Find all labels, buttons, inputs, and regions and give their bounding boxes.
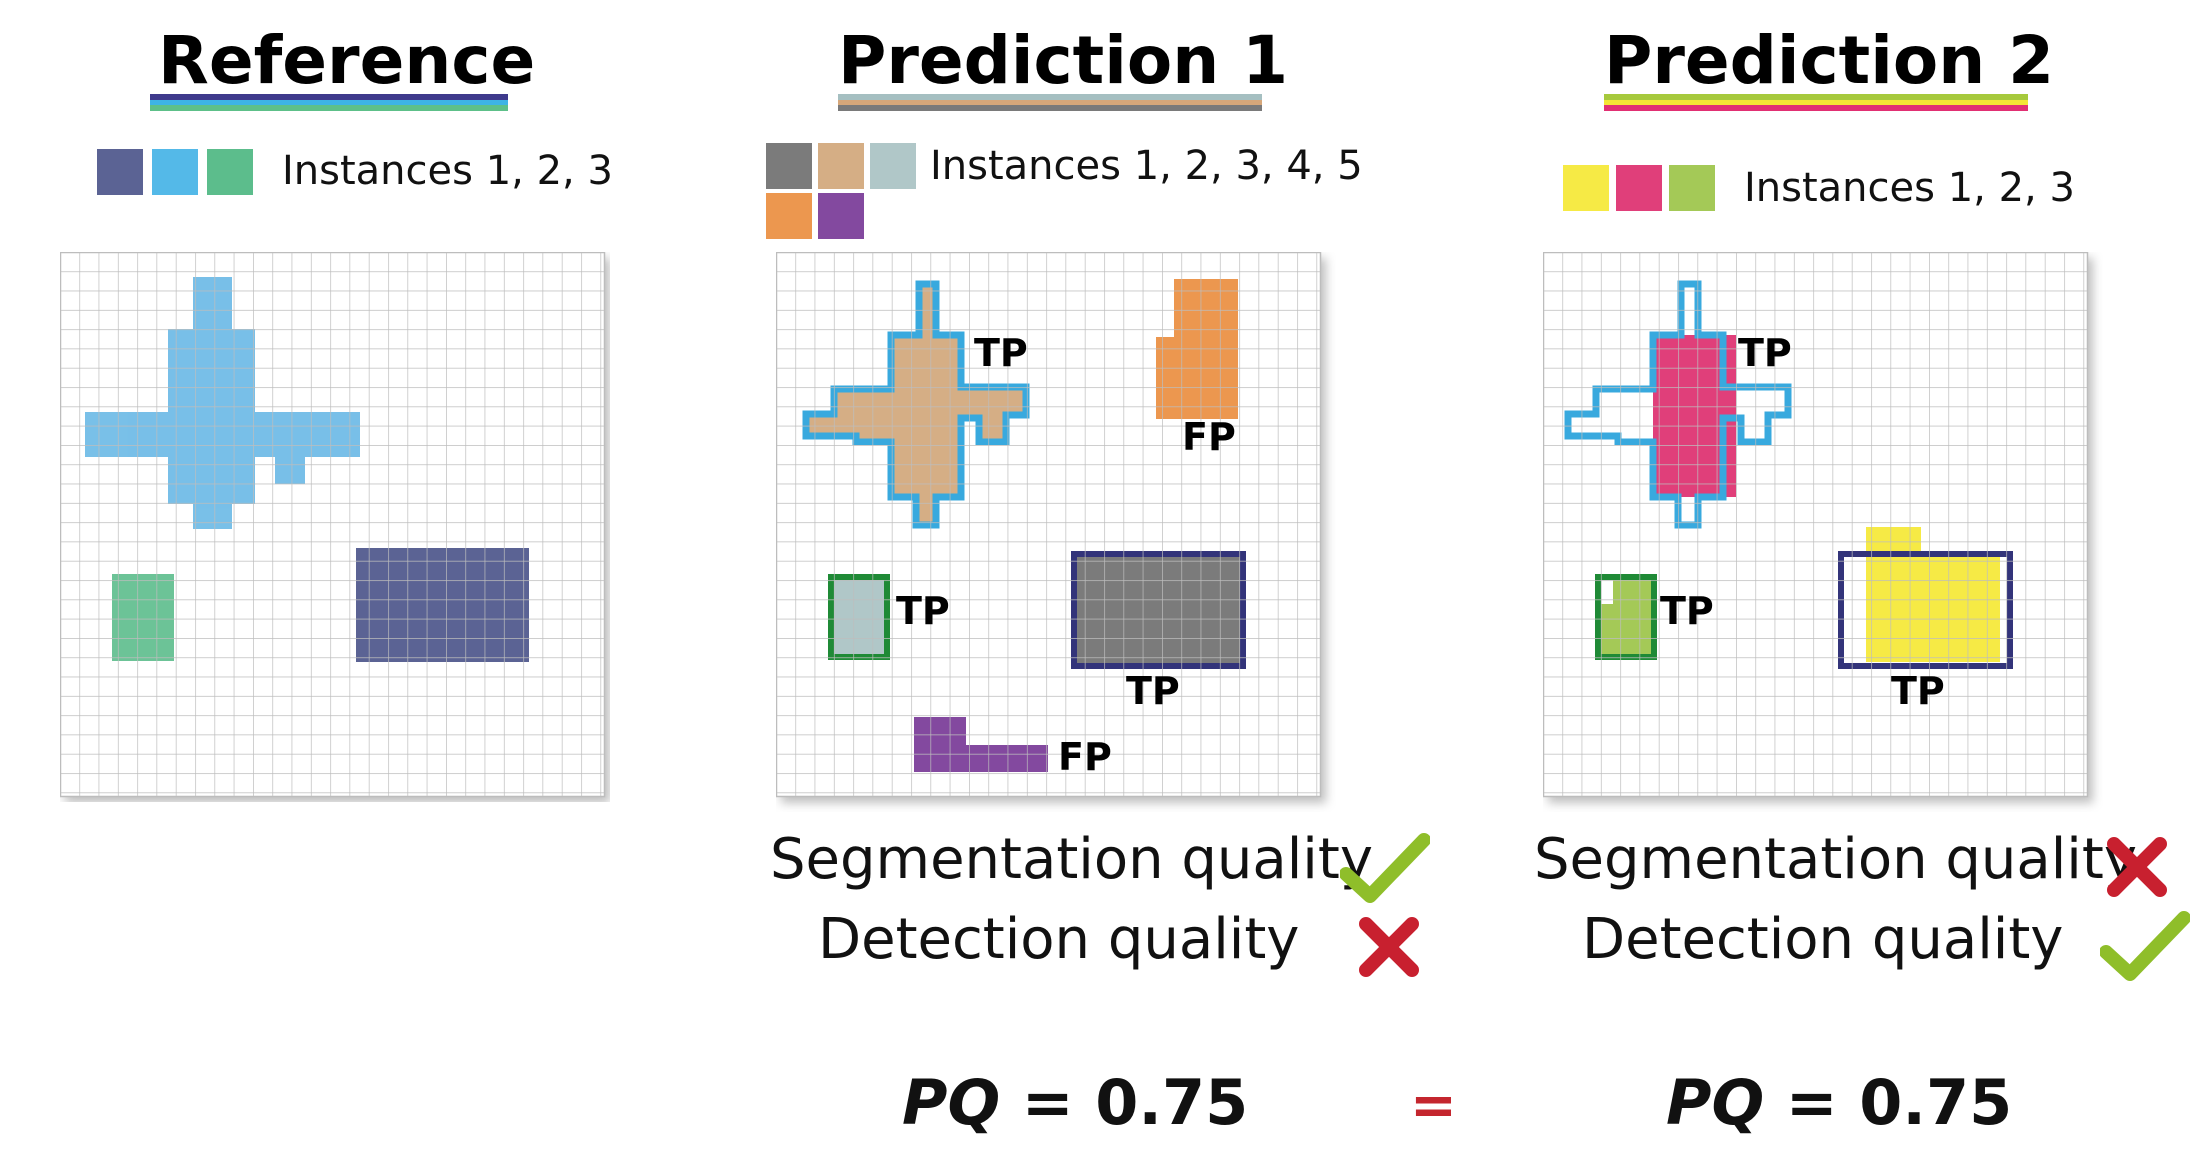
pq-prediction-2: PQ = 0.75 bbox=[1666, 1072, 2012, 1134]
legend-swatch-instance-3 bbox=[1669, 165, 1715, 211]
stripe bbox=[150, 99, 508, 105]
reference-legend: Instances 1, 2, 3 bbox=[282, 148, 613, 194]
stripe bbox=[1604, 94, 2028, 100]
prediction-2-legend: Instances 1, 2, 3 bbox=[1744, 165, 2075, 211]
tag-fp: FP bbox=[1058, 735, 1112, 779]
cross-icon bbox=[1359, 917, 1419, 977]
legend-swatch-instance-3 bbox=[207, 149, 253, 195]
legend-swatch-instance-1 bbox=[766, 143, 812, 189]
stripe bbox=[838, 105, 1262, 111]
legend-swatch-instance-2 bbox=[152, 149, 198, 195]
stripe bbox=[150, 105, 508, 111]
cross-icon bbox=[2107, 837, 2167, 897]
segmentation-quality-label: Segmentation quality bbox=[1534, 827, 2137, 892]
tag-tp: TP bbox=[1738, 331, 1792, 375]
prediction-2-grid: TP TP TP bbox=[1543, 252, 2089, 798]
legend-swatch-instance-1 bbox=[97, 149, 143, 195]
prediction-2-title-underline bbox=[1604, 94, 2028, 111]
legend-swatch-instance-4 bbox=[766, 193, 812, 239]
segmentation-quality-label: Segmentation quality bbox=[770, 827, 1373, 892]
detection-quality-label: Detection quality bbox=[818, 907, 1300, 972]
reference-grid bbox=[60, 252, 606, 798]
legend-swatch-instance-2 bbox=[1616, 165, 1662, 211]
reference-title: Reference bbox=[158, 22, 536, 99]
prediction-1-grid: TP FP TP TP FP bbox=[776, 252, 1322, 798]
detection-quality-label: Detection quality bbox=[1582, 907, 2064, 972]
tag-tp: TP bbox=[1126, 669, 1180, 713]
legend-swatch-instance-1 bbox=[1563, 165, 1609, 211]
reference-title-underline bbox=[150, 94, 508, 111]
stripe bbox=[150, 94, 508, 100]
tag-tp: TP bbox=[1891, 669, 1945, 713]
stripe bbox=[838, 94, 1262, 100]
stripe bbox=[1604, 99, 2028, 105]
prediction-1-title-underline bbox=[838, 94, 1262, 111]
stripe bbox=[838, 99, 1262, 105]
prediction-1-legend: Instances 1, 2, 3, 4, 5 bbox=[930, 143, 1363, 189]
prediction-2-title: Prediction 2 bbox=[1604, 22, 2055, 99]
pq-label: PQ bbox=[1666, 1066, 1765, 1139]
pq-prediction-1: PQ = 0.75 bbox=[902, 1072, 1248, 1134]
legend-swatch-instance-2 bbox=[818, 143, 864, 189]
tag-tp: TP bbox=[896, 589, 950, 633]
legend-swatch-instance-3 bbox=[870, 143, 916, 189]
pq-label: PQ bbox=[902, 1066, 1001, 1139]
check-icon bbox=[2100, 911, 2190, 981]
tag-tp: TP bbox=[1660, 589, 1714, 633]
check-icon bbox=[1340, 833, 1430, 903]
pq-value: = 0.75 bbox=[1021, 1066, 1249, 1139]
tag-fp: FP bbox=[1182, 415, 1236, 459]
stripe bbox=[1604, 105, 2028, 111]
pq-value: = 0.75 bbox=[1785, 1066, 2013, 1139]
legend-swatch-instance-5 bbox=[818, 193, 864, 239]
prediction-1-title: Prediction 1 bbox=[838, 22, 1289, 99]
tag-tp: TP bbox=[974, 331, 1028, 375]
equals-sign: = bbox=[1410, 1073, 1457, 1138]
